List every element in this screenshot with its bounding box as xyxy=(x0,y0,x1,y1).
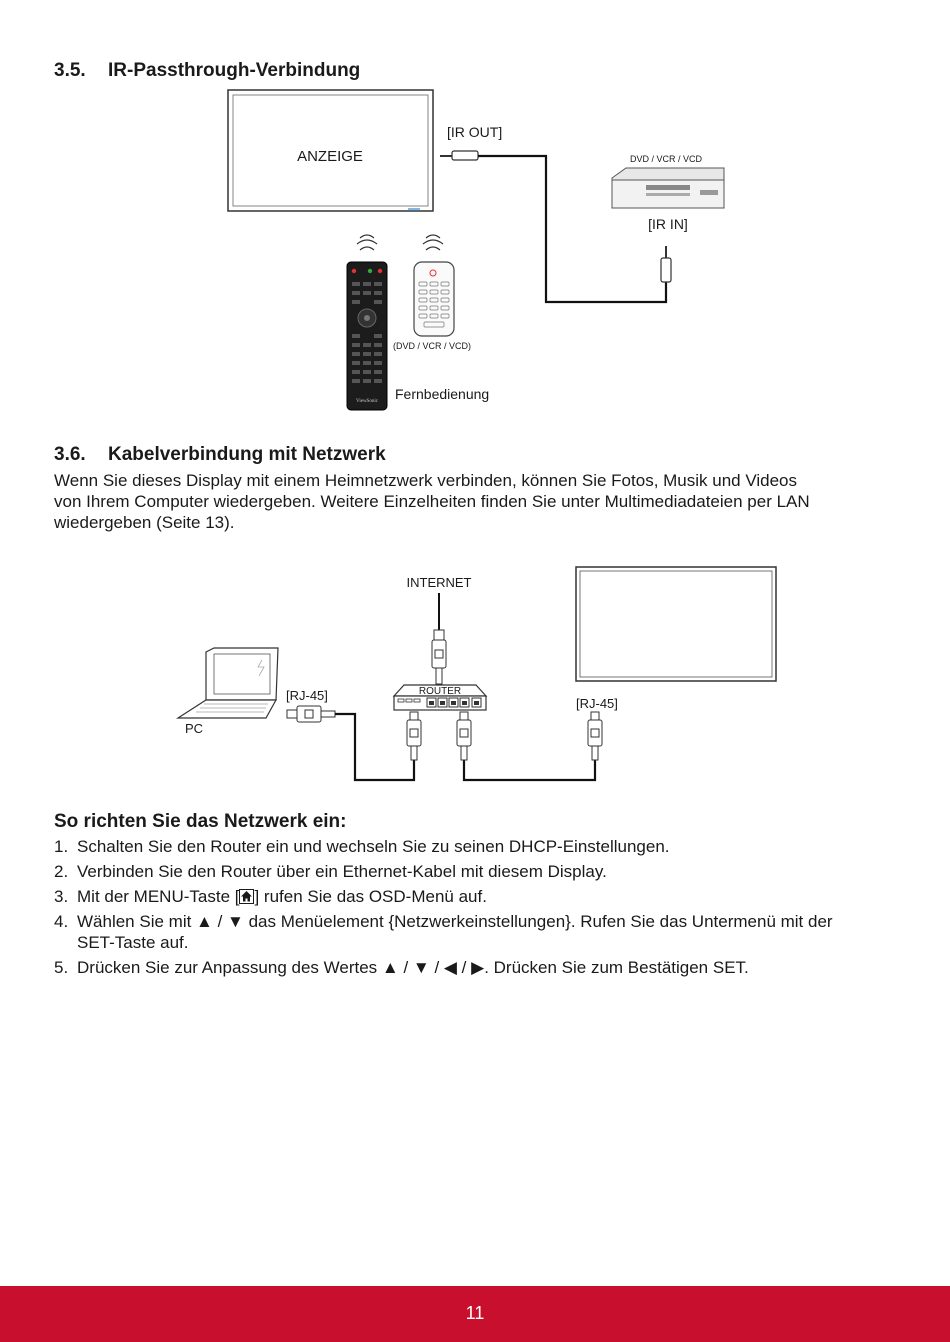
list-item: 4. Wählen Sie mit ▲ / ▼ das Menüelement {… xyxy=(54,911,894,953)
internet-label: INTERNET xyxy=(407,575,472,590)
section-heading-3-6: 3.6. Kabelverbindung mit Netzwerk xyxy=(54,444,386,466)
step-number: 5. xyxy=(54,958,69,977)
section-heading-3-5: 3.5. IR-Passthrough-Verbindung xyxy=(54,60,360,82)
remote-brand-label: ViewSonic xyxy=(356,399,379,404)
step-text: Verbinden Sie den Router über ein Ethern… xyxy=(77,862,607,881)
step-text: Wählen Sie mit ▲ / ▼ das Menüelement {Ne… xyxy=(77,912,833,931)
remote-small-label: (DVD / VCR / VCD) xyxy=(393,341,471,351)
dvd-remote-device: (DVD / VCR / VCD) xyxy=(393,261,471,351)
list-item: 1. Schalten Sie den Router ein und wechse… xyxy=(54,836,894,857)
step-number: 1. xyxy=(54,837,69,856)
router-device: ROUTER xyxy=(392,684,488,711)
step-text: Schalten Sie den Router ein und wechseln… xyxy=(77,837,670,856)
home-icon xyxy=(239,889,255,904)
ir-in-label: [IR IN] xyxy=(648,216,688,232)
section-number: 3.6. xyxy=(54,444,86,465)
step-number: 2. xyxy=(54,862,69,881)
page-footer: 11 xyxy=(0,1286,950,1342)
rj45-plug-display xyxy=(587,711,603,761)
router-label: ROUTER xyxy=(419,686,461,697)
setup-heading: So richten Sie das Netzwerk ein: xyxy=(54,811,347,832)
main-remote-device: ViewSonic xyxy=(346,261,388,411)
step-text-before: Mit der MENU-Taste [ xyxy=(77,887,240,906)
ir-passthrough-diagram: ANZEIGE [IR OUT] DVD / VCR / VCD [IR IN] xyxy=(227,89,725,411)
ir-cable xyxy=(440,150,672,304)
network-intro-paragraph: Wenn Sie dieses Display mit einem Heimne… xyxy=(54,470,874,533)
laptop-router-cable xyxy=(335,712,416,782)
page-number: 11 xyxy=(465,1303,485,1323)
pc-label: PC xyxy=(185,721,203,736)
rj45-left-label: [RJ-45] xyxy=(286,688,328,703)
paragraph-line: wiedergeben (Seite 13). xyxy=(54,513,235,532)
network-diagram: INTERNET ROUTER xyxy=(175,566,777,782)
step-number: 3. xyxy=(54,887,69,906)
network-display-device xyxy=(575,566,777,682)
step-text: SET-Taste auf. xyxy=(77,933,189,952)
paragraph-line: Wenn Sie dieses Display mit einem Heimne… xyxy=(54,471,798,490)
display-device: ANZEIGE xyxy=(227,89,434,212)
rj45-plug-laptop xyxy=(286,705,336,723)
ir-out-label: [IR OUT] xyxy=(447,124,502,140)
list-item: 2. Verbinden Sie den Router über ein Ethe… xyxy=(54,861,894,882)
rj45-plug-router-right xyxy=(456,711,472,761)
laptop-device: PC xyxy=(175,647,279,736)
router-display-cable xyxy=(462,760,597,782)
dvd-top-label: DVD / VCR / VCD xyxy=(630,154,703,164)
section-number: 3.5. xyxy=(54,60,86,81)
section-title: Kabelverbindung mit Netzwerk xyxy=(108,444,386,465)
dvd-player-device: DVD / VCR / VCD [IR IN] xyxy=(611,154,725,232)
section-title: IR-Passthrough-Verbindung xyxy=(108,60,361,81)
internet-cable xyxy=(431,593,447,685)
remote-label: Fernbedienung xyxy=(395,386,489,402)
setup-steps-list: 1. Schalten Sie den Router ein und wechse… xyxy=(54,836,894,982)
step-text: Drücken Sie zur Anpassung des Wertes ▲ /… xyxy=(77,958,749,977)
step-number: 4. xyxy=(54,912,69,931)
list-item: 3. Mit der MENU-Taste [ ] rufen Sie das OS… xyxy=(54,886,894,907)
rj45-plug-router-left xyxy=(406,711,422,761)
list-item: 5. Drücken Sie zur Anpassung des Wertes ▲… xyxy=(54,957,894,978)
rj45-right-label: [RJ-45] xyxy=(576,696,618,711)
display-label: ANZEIGE xyxy=(297,148,363,165)
paragraph-line: von Ihrem Computer wiedergeben. Weitere … xyxy=(54,492,810,511)
step-text-after: ] rufen Sie das OSD-Menü auf. xyxy=(254,887,487,906)
ir-signal-icon xyxy=(356,234,444,251)
